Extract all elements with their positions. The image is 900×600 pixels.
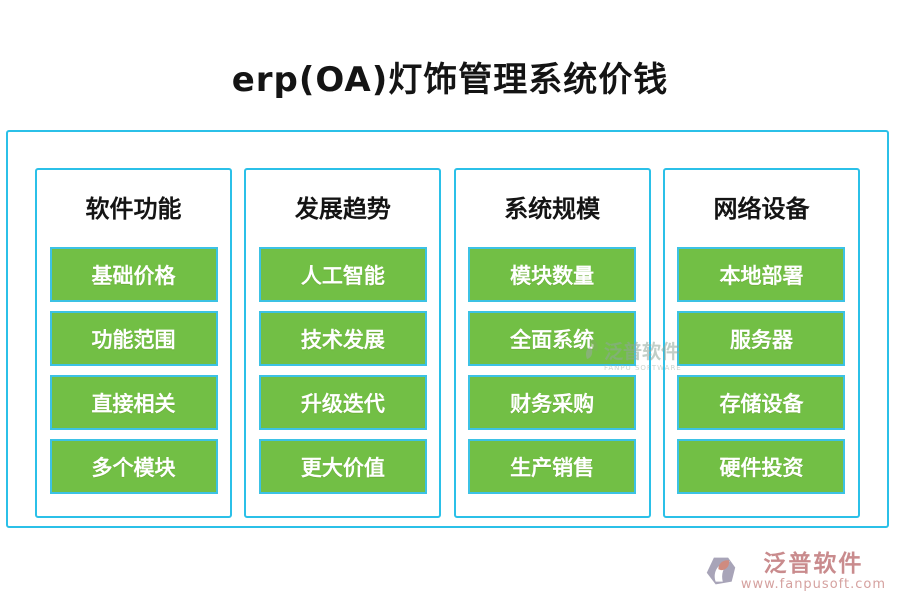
logo-url-text: www.fanpusoft.com (740, 577, 886, 592)
page-title: erp(OA)灯饰管理系统价钱 (231, 60, 669, 100)
item-button[interactable]: 功能范围 (49, 311, 218, 367)
content-frame: 软件功能 基础价格 功能范围 直接相关 多个模块 发展趋势 人工智能 技术发展 … (6, 130, 889, 528)
column-header: 网络设备 (713, 195, 810, 223)
column-system-scale: 系统规模 模块数量 全面系统 财务采购 生产销售 (453, 168, 651, 518)
item-button[interactable]: 全面系统 (468, 311, 637, 367)
item-button[interactable]: 升级迭代 (258, 375, 427, 431)
column-software-features: 软件功能 基础价格 功能范围 直接相关 多个模块 (35, 168, 232, 518)
item-button[interactable]: 服务器 (677, 311, 846, 367)
item-button[interactable]: 生产销售 (468, 439, 637, 495)
column-header: 软件功能 (85, 195, 182, 223)
item-button[interactable]: 财务采购 (468, 375, 637, 431)
column-development-trends: 发展趋势 人工智能 技术发展 升级迭代 更大价值 (244, 168, 442, 518)
item-button[interactable]: 多个模块 (49, 439, 218, 495)
fanpu-logo-icon (706, 557, 736, 585)
fanpu-logo: 泛普软件 www.fanpusoft.com (705, 550, 886, 592)
item-button[interactable]: 技术发展 (258, 311, 427, 367)
column-network-equipment: 网络设备 本地部署 服务器 存储设备 硬件投资 (662, 168, 860, 518)
item-button[interactable]: 更大价值 (258, 439, 427, 495)
item-button[interactable]: 存储设备 (677, 375, 846, 431)
column-header: 系统规模 (504, 195, 601, 223)
logo-brand-text: 泛普软件 (763, 550, 864, 577)
column-header: 发展趋势 (294, 195, 391, 223)
item-button[interactable]: 人工智能 (258, 247, 427, 303)
item-button[interactable]: 直接相关 (49, 375, 218, 431)
item-button[interactable]: 模块数量 (468, 247, 637, 303)
item-button[interactable]: 基础价格 (49, 247, 218, 303)
item-button[interactable]: 本地部署 (677, 247, 846, 303)
item-button[interactable]: 硬件投资 (677, 439, 846, 495)
